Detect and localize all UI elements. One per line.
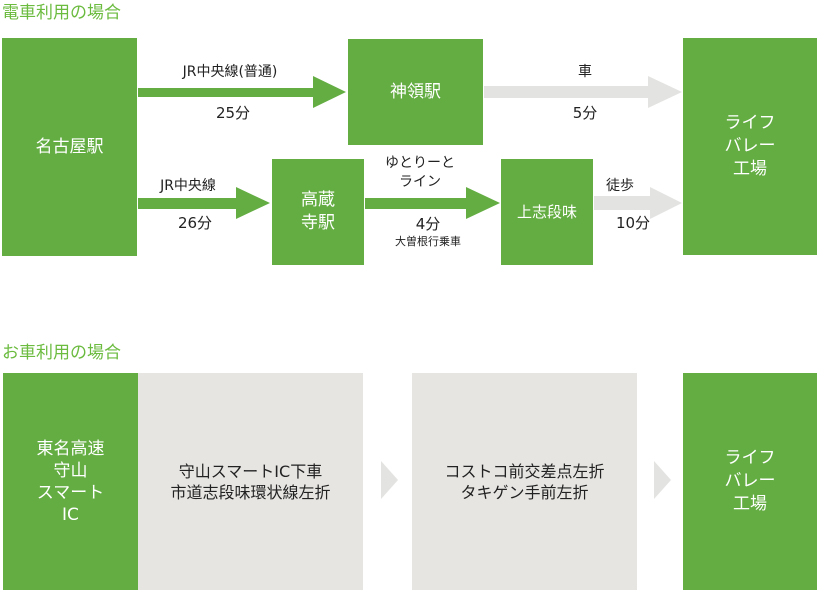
kamishidami-label: 上志段味 <box>516 202 577 221</box>
kozoji-station-box: 高蔵 寺駅 <box>272 159 364 265</box>
kozoji-station-label: 高蔵 寺駅 <box>301 190 335 233</box>
step2-label: コストコ前交差点左折 タキゲン手前左折 <box>444 461 605 502</box>
train-section-heading: 電車利用の場合 <box>2 3 121 23</box>
jinryo-station-box: 神領駅 <box>348 39 483 145</box>
step1-label: 守山スマートIC下車 市道志段味環状線左折 <box>170 461 331 502</box>
car-upper-time-label: 5分 <box>572 104 598 122</box>
jr-upper-time-label: 25分 <box>215 104 251 122</box>
moriyama-ic-label: 東名高速 守山 スマート IC <box>36 438 105 525</box>
jr-upper-line-label: JR中央線(普通) <box>182 64 278 80</box>
car-section-heading: お車利用の場合 <box>2 343 121 363</box>
jinryo-station-label: 神領駅 <box>390 81 441 102</box>
walk-line-label: 徒歩 <box>606 178 634 194</box>
factory-box-car: ライフ バレー 工場 <box>683 373 817 590</box>
walk-time-label: 10分 <box>615 214 651 232</box>
step2-box: コストコ前交差点左折 タキゲン手前左折 <box>412 373 637 590</box>
jr-lower-line-label: JR中央線 <box>160 178 216 194</box>
factory-label-train: ライフ バレー 工場 <box>724 113 776 179</box>
moriyama-ic-box: 東名高速 守山 スマート IC <box>3 373 138 590</box>
nagoya-station-box: 名古屋駅 <box>2 38 137 256</box>
yutorito-line-label: ゆとりーと ライン <box>385 155 455 190</box>
step1-box: 守山スマートIC下車 市道志段味環状線左折 <box>138 373 363 590</box>
jr-lower-time-label: 26分 <box>177 214 213 232</box>
factory-box-train: ライフ バレー 工場 <box>683 38 817 255</box>
car-upper-line-label: 車 <box>578 64 592 80</box>
nagoya-station-label: 名古屋駅 <box>35 136 104 157</box>
yutorito-note-label: 大曽根行乗車 <box>395 235 461 248</box>
factory-label-car: ライフ バレー 工場 <box>724 448 776 514</box>
kamishidami-box: 上志段味 <box>501 159 593 265</box>
yutorito-time-label: 4分 <box>415 215 441 233</box>
